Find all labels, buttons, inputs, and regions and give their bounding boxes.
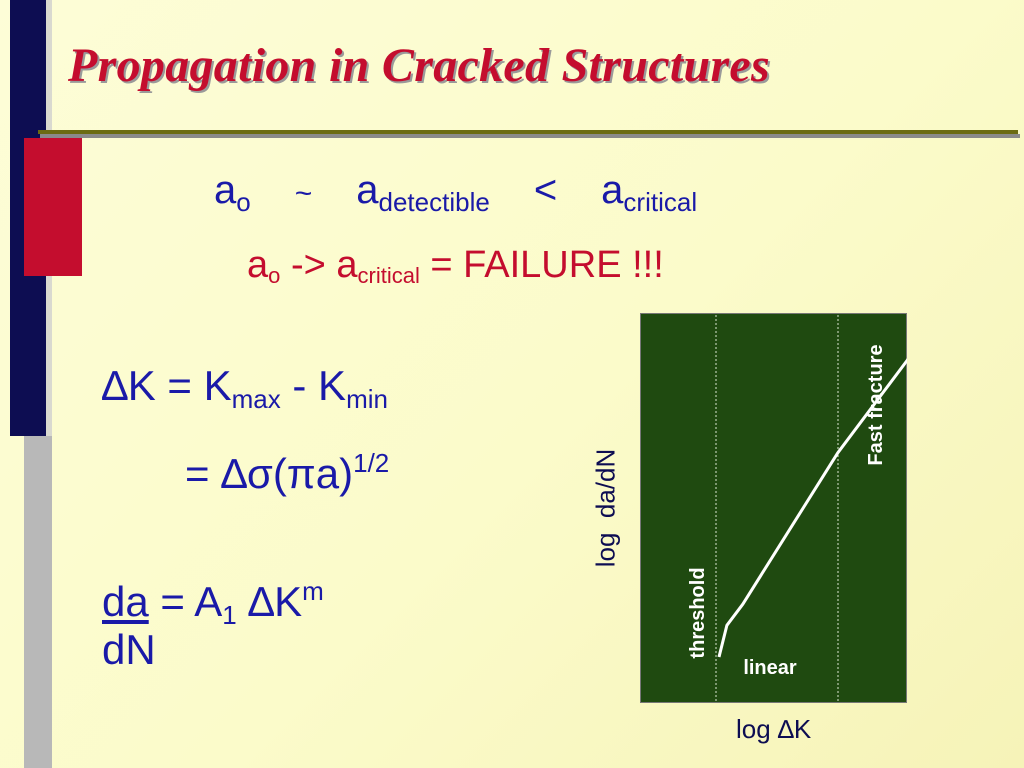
chart-x-axis-label: log ∆K: [736, 714, 812, 744]
title-rule-shadow: [40, 134, 1020, 138]
delta-k-equation: ∆K = Kmax - Kmin: [102, 362, 388, 415]
crack-growth-curve: [717, 358, 907, 658]
paris-numerator: da: [102, 578, 149, 625]
tilde-symbol: ~: [294, 177, 313, 210]
paris-exponent: m: [302, 576, 324, 606]
failure-text: = FAILURE !!!: [419, 244, 664, 286]
delta-k-stress-equation: = ∆σ(πa)1/2: [185, 448, 389, 498]
threshold-label: threshold: [687, 567, 709, 658]
delta-k-minus: - K: [280, 362, 347, 409]
slide-title: Propagation in Cracked Structures: [68, 39, 771, 92]
chart-canvas: threshold linear Fast fracture: [640, 313, 907, 703]
kmin-subscript: min: [346, 384, 388, 414]
a-detectible-subscript: detectible: [378, 187, 490, 217]
less-than-symbol: <: [533, 168, 558, 212]
crack-growth-chart: threshold linear Fast fracture: [640, 313, 907, 703]
a0-subscript: o: [236, 187, 251, 217]
a0-symbol: a: [214, 168, 237, 212]
chart-background: [640, 313, 907, 703]
paris-delta-k: ∆K: [236, 578, 303, 625]
failure-a0-subscript: o: [268, 263, 281, 288]
paris-denominator: dN: [102, 626, 156, 673]
failure-ac-subscript: critical: [357, 263, 420, 288]
fast-fracture-label: Fast fracture: [865, 344, 887, 465]
failure-arrow: ->: [280, 244, 337, 286]
paris-equals-a: = A: [148, 578, 223, 625]
decor-bar-red: [24, 138, 82, 276]
paris-a-subscript: 1: [222, 600, 237, 630]
a-critical-subscript: critical: [623, 187, 698, 217]
paris-law-equation: da = A1 ∆Km dN: [102, 576, 324, 673]
delta-k-lhs: ∆K = K: [102, 362, 232, 409]
half-exponent: 1/2: [353, 448, 390, 478]
failure-statement: ao -> acritical = FAILURE !!!: [247, 244, 664, 289]
decor-bar-grey: [24, 436, 52, 768]
failure-ac: a: [336, 244, 358, 286]
a-detectible-symbol: a: [356, 168, 379, 212]
delta-k-stress-expr: = ∆σ(πa): [185, 450, 354, 497]
failure-a0: a: [247, 244, 269, 286]
chart-y-axis-label: log da/dN: [590, 448, 621, 568]
linear-label: linear: [743, 657, 797, 679]
kmax-subscript: max: [231, 384, 281, 414]
a-critical-symbol: a: [601, 168, 624, 212]
title-rule: [38, 130, 1018, 134]
crack-size-relation: ao~adetectible<acritical: [214, 168, 697, 218]
